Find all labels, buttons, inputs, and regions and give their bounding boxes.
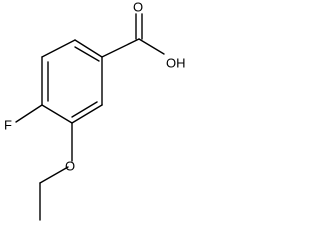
ring-bond-c2-c3 [41,39,76,58]
chemical-structure: O OH F O [4,0,186,221]
ring-double-bond-inner-bottom [71,101,98,118]
ring-bond-c5-c6 [71,104,103,124]
bond-carboxyl-to-hydroxyl [138,38,165,55]
carbonyl-oxygen-label: O [133,0,143,14]
ether-oxygen-label: O [65,158,75,173]
bond-oxygen-to-ch2 [39,166,69,184]
structure-drawing: O OH F O [4,0,186,221]
ring-bond-c1-c2 [74,39,103,58]
bond-ring-to-fluorine [15,104,43,123]
fluorine-label: F [4,117,12,132]
hydroxyl-label: OH [166,55,186,70]
ring-double-bond-inner-top [74,46,100,62]
ring-bond-c4-c5 [41,104,73,124]
bond-ring-to-carboxyl [101,38,140,58]
